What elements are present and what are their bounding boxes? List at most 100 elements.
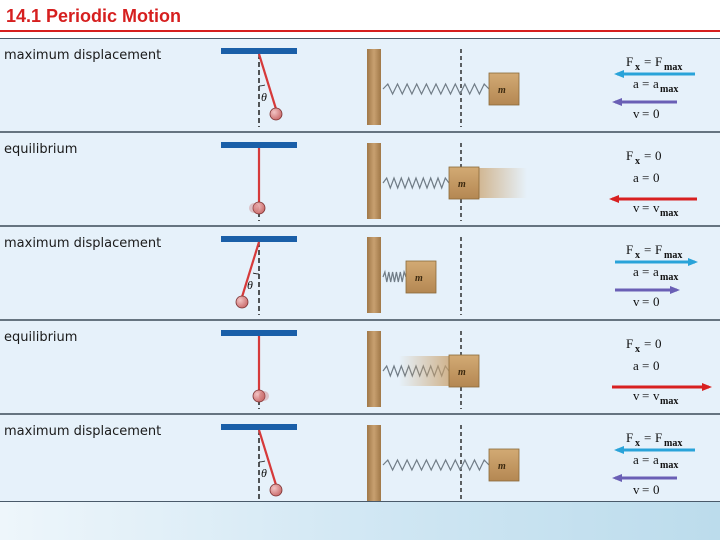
spring-coil [383,272,406,282]
wall [367,143,381,219]
acceleration-arrow [615,286,680,294]
equation-equals: = [644,148,651,163]
theta-symbol: θ [261,466,267,480]
arrow-head [614,70,624,78]
equation-lhs: a [633,452,639,467]
block-motion-blur [399,356,449,386]
arrow-head [612,474,622,482]
slide-header: 14.1 Periodic Motion [0,0,720,32]
equation-lhs-subscript: x [635,438,640,449]
equation-lhs: F [626,242,633,257]
spring-coil [383,84,489,94]
mass-label: m [498,85,506,96]
mass-label: m [458,179,466,190]
theta-arc [259,461,265,462]
velocity-arrow [612,383,712,391]
equation-rhs-subscript: max [664,62,682,73]
mass-label: m [415,273,423,284]
equation-lhs: F [626,430,633,445]
equation-equals: = [644,54,651,69]
equation-equals: = [642,294,649,309]
equation-rhs: a [653,264,659,279]
equation-rhs: 0 [653,170,660,185]
equation-rhs: 0 [655,336,662,351]
bob-motion-blur [249,203,259,213]
theta-symbol: θ [261,90,267,104]
equation-rhs: F [655,430,662,445]
equation-equals: = [642,452,649,467]
equation-rhs: F [655,54,662,69]
equation-rhs: a [653,76,659,91]
periodic-motion-diagram-panel: maximum displacementθmFx=Fmaxa=amaxv=0eq… [0,38,720,502]
spring-coil [383,460,489,470]
state-label: maximum displacement [4,236,161,251]
equation-lhs: a [633,264,639,279]
acceleration-equation: a=amax [633,452,678,471]
equation-equals: = [642,76,649,91]
state-label: maximum displacement [4,424,161,439]
velocity-equation: v= 0 [633,482,660,497]
equation-lhs-subscript: x [635,156,640,167]
acceleration-equation: a=0 [633,358,660,373]
equation-rhs: a [653,452,659,467]
pendulum-bob [236,296,248,308]
wall [367,425,381,501]
equation-equals: = [642,482,649,497]
theta-arc [253,273,259,274]
equation-rhs-subscript: max [664,250,682,261]
arrow-head [688,258,698,266]
acceleration-arrow [612,98,677,106]
state-row: maximum displacementθmFx=Fmaxa=amaxv=0 [0,236,720,320]
equation-equals: = [644,242,651,257]
state-label: equilibrium [4,330,77,345]
equation-rhs: 0 [653,106,660,121]
equation-equals: = [642,388,649,403]
equation-lhs: a [633,358,639,373]
pendulum-support [221,142,297,148]
pendulum-bob [270,484,282,496]
velocity-equation: v= 0 [633,106,660,121]
equation-rhs: v [653,200,660,215]
equation-rhs-subscript: max [660,208,678,219]
theta-arc [259,85,265,86]
acceleration-equation: a= 0 [633,170,660,185]
wall [367,331,381,407]
wall [367,237,381,313]
equation-rhs: 0 [653,294,660,309]
equation-rhs-subscript: max [660,84,678,95]
equation-lhs: F [626,54,633,69]
equation-equals: = [642,106,649,121]
state-label: maximum displacement [4,48,161,63]
spring-coil [383,178,449,188]
equation-lhs: v [633,200,640,215]
equation-rhs: 0 [653,358,660,373]
equation-equals: = [644,336,651,351]
equation-equals: = [642,170,649,185]
equation-rhs: v [653,388,660,403]
bob-motion-blur [259,391,269,401]
equation-lhs: F [626,148,633,163]
equation-rhs-subscript: max [660,272,678,283]
mass-label: m [498,461,506,472]
equation-lhs: a [633,170,639,185]
equation-rhs-subscript: max [660,460,678,471]
arrow-head [612,98,622,106]
equation-lhs: v [633,482,640,497]
theta-symbol: θ [247,278,253,292]
equation-lhs-subscript: x [635,344,640,355]
equation-lhs: v [633,106,640,121]
pendulum-support [221,48,297,54]
equation-rhs: 0 [653,482,660,497]
equation-rhs: 0 [655,148,662,163]
equation-rhs: F [655,242,662,257]
pendulum-bob [270,108,282,120]
